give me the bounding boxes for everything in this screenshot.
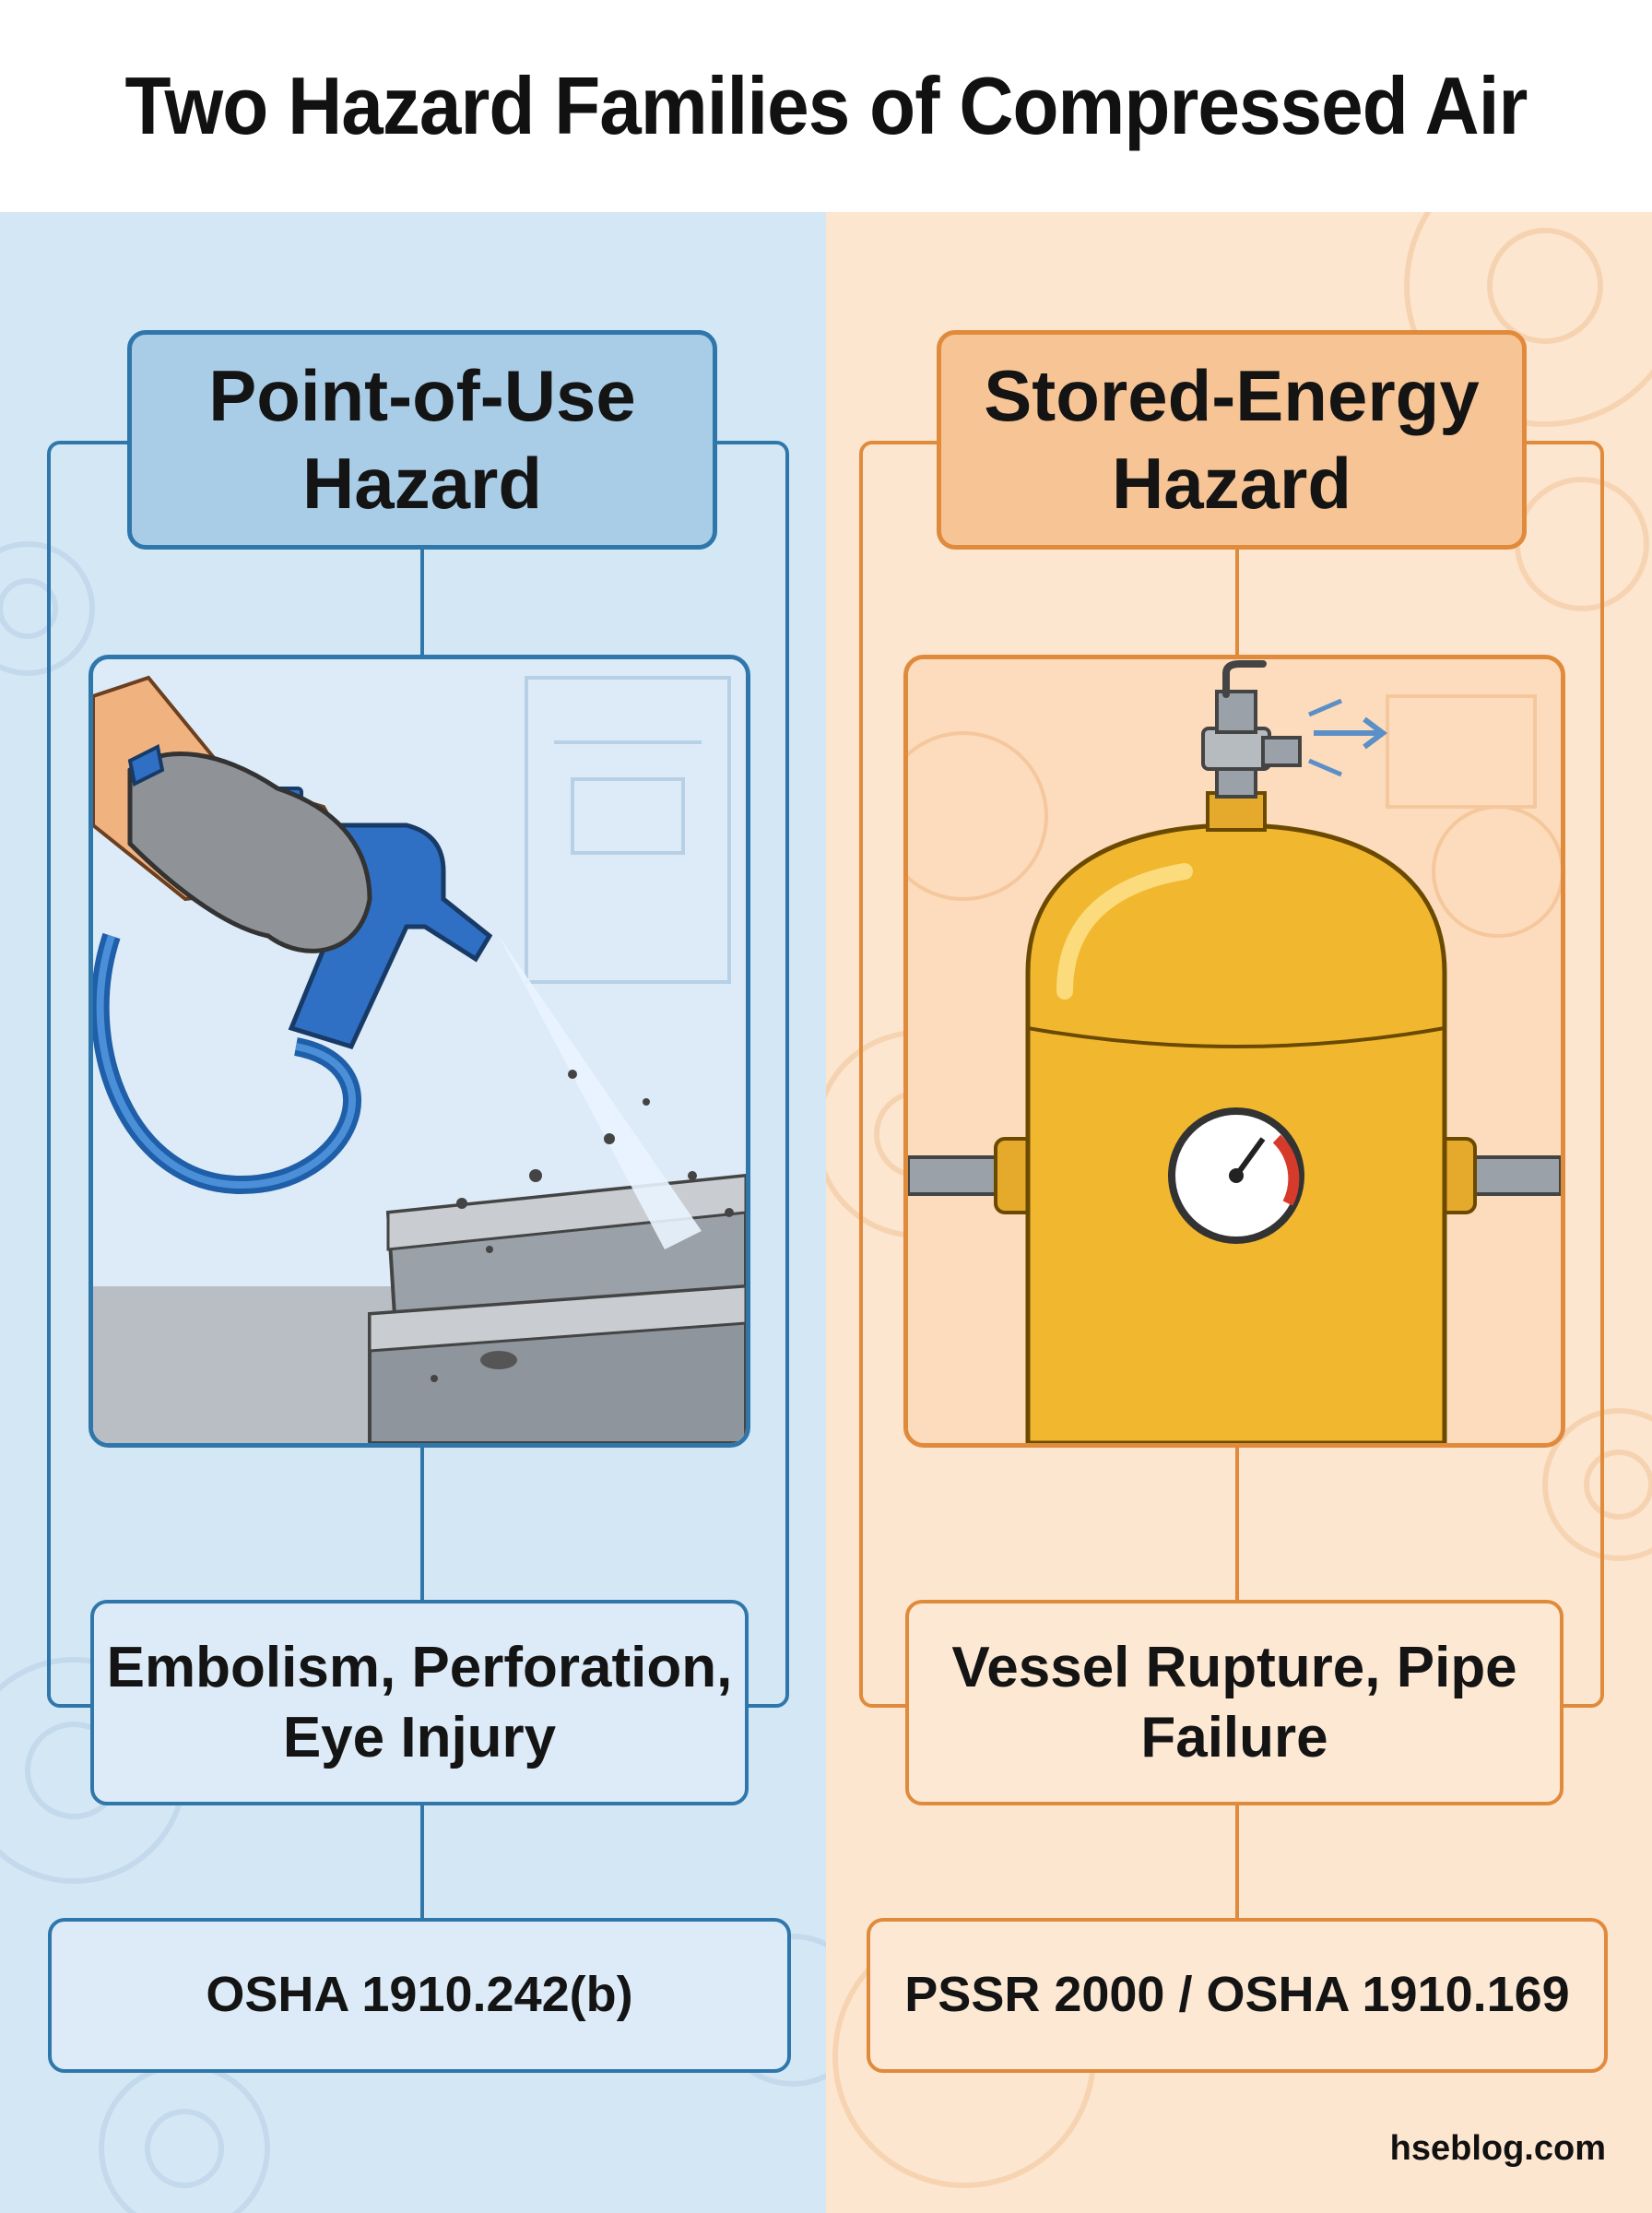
air-blow-gun-icon [93, 659, 746, 1443]
stored-energy-heading: Stored-Energy Hazard [937, 330, 1527, 550]
point-of-use-heading: Point-of-Use Hazard [127, 330, 717, 550]
stored-energy-standard: PSSR 2000 / OSHA 1910.169 [867, 1918, 1608, 2073]
blow-gun-illustration [88, 655, 750, 1448]
air-receiver-tank-icon [908, 659, 1561, 1443]
stored-energy-outcome: Vessel Rupture, Pipe Failure [905, 1600, 1564, 1805]
site-credit: hseblog.com [1389, 2129, 1606, 2168]
point-of-use-outcome: Embolism, Perforation, Eye Injury [90, 1600, 749, 1805]
receiver-tank-illustration [903, 655, 1565, 1448]
page-title: Two Hazard Families of Compressed Air [124, 60, 1528, 151]
point-of-use-standard: OSHA 1910.242(b) [48, 1918, 791, 2073]
point-of-use-panel: Point-of-Use Hazard [0, 212, 826, 2213]
stored-energy-panel: Stored-Energy Hazard [826, 212, 1652, 2213]
